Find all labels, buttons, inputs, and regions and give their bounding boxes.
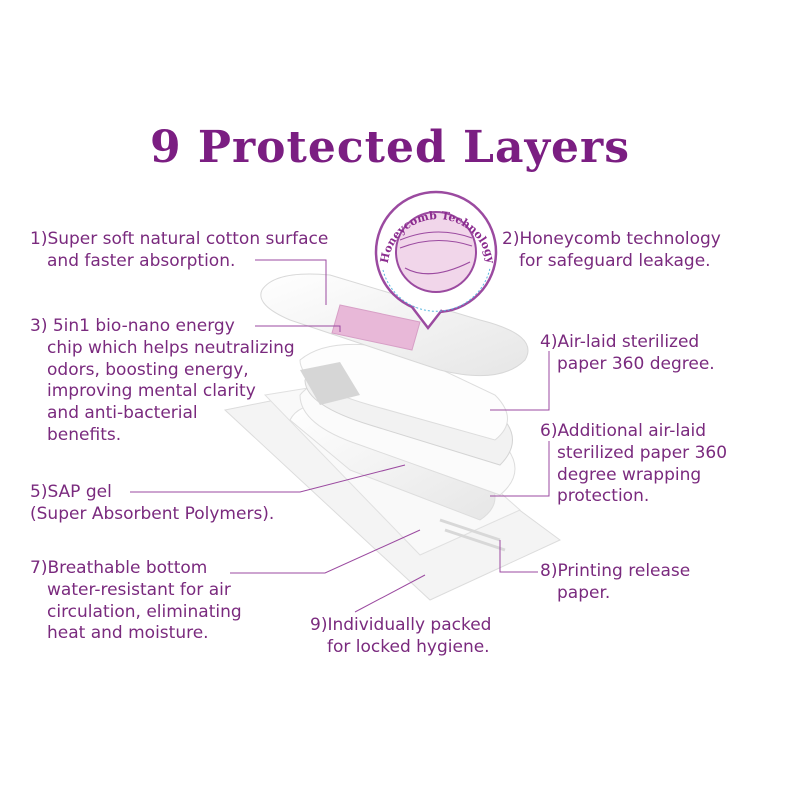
page-title: 9 Protected Layers [149, 122, 631, 173]
release-paper-stripes [439, 518, 506, 552]
label-line: circulation, eliminating [47, 601, 242, 622]
layer-2-label: 2)Honeycomb technology for safeguard lea… [502, 229, 721, 273]
label-line: 5)SAP gel [30, 482, 112, 502]
layer-7-label: 7)Breathable bottom water-resistant for … [30, 558, 242, 645]
label-line: paper 360 degree. [557, 353, 715, 374]
label-line: chip which helps neutralizing [47, 337, 295, 358]
layer-1-label: 1)Super soft natural cotton surface and … [30, 229, 328, 273]
layer-6-label: 6)Additional air-laid sterilized paper 3… [540, 421, 727, 508]
label-line: and anti-bacterial [47, 403, 198, 424]
label-line: protection. [557, 486, 650, 507]
label-line: odors, boosting energy, [47, 359, 249, 380]
label-line: (Super Absorbent Polymers). [30, 503, 275, 524]
layer-9-label: 9)Individually packed for locked hygiene… [310, 615, 491, 659]
honeycomb-badge: Honeycomb Technology [374, 190, 497, 331]
label-line: 4)Air-laid sterilized [540, 332, 700, 352]
label-line: 9)Individually packed [310, 615, 492, 635]
label-line: 3) 5in1 bio-nano energy [30, 316, 235, 336]
layer-8-label: 8)Printing release paper. [540, 561, 690, 605]
layer-4-label: 4)Air-laid sterilized paper 360 degree. [540, 332, 715, 376]
label-line: benefits. [47, 424, 122, 445]
label-line: heat and moisture. [47, 623, 209, 644]
label-line: 7)Breathable bottom [30, 558, 208, 578]
gray-strip [300, 362, 360, 405]
layer-5-label: 5)SAP gel (Super Absorbent Polymers). [30, 482, 274, 526]
label-line: for safeguard leakage. [519, 250, 711, 271]
label-line: improving mental clarity [47, 381, 256, 402]
layer-3-label: 3) 5in1 bio-nano energy chip which helps… [30, 316, 295, 447]
label-line: degree wrapping [557, 464, 702, 485]
label-line: and faster absorption. [47, 250, 236, 271]
label-line: paper. [557, 582, 611, 603]
label-line: 6)Additional air-laid [540, 421, 707, 441]
label-line: sterilized paper 360 [557, 442, 728, 463]
leader-lines [130, 259, 550, 613]
label-line: 2)Honeycomb technology [502, 229, 721, 249]
label-line: water-resistant for air [47, 579, 231, 600]
label-line: for locked hygiene. [327, 636, 490, 657]
energy-chip [331, 304, 421, 351]
label-line: 8)Printing release [540, 561, 691, 581]
label-line: 1)Super soft natural cotton surface [30, 229, 329, 249]
